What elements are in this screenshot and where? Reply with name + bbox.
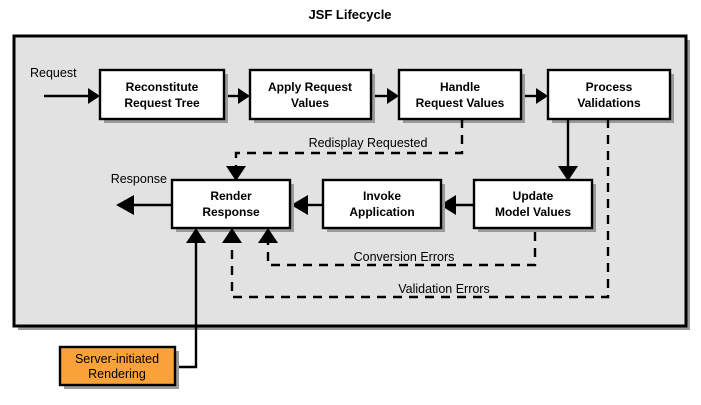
phase-label-line2: Response [202, 205, 260, 219]
edge-validation-errors [222, 119, 610, 299]
phase-label-line1: Invoke [363, 189, 401, 203]
phase-label-line1: Apply Request [268, 80, 352, 94]
request-label: Request [30, 66, 77, 80]
phase-apply-request-values[interactable]: Apply Request Values [248, 68, 375, 123]
phase-label-line1: Handle [440, 80, 480, 94]
arrow-invoke-to-render [291, 195, 323, 215]
page-title: JSF Lifecycle [308, 7, 391, 22]
edge-label-validation-errors: Validation Errors [398, 282, 489, 296]
arrow-update-to-invoke [440, 195, 474, 215]
phase-label-line1: Reconstitute [126, 80, 199, 94]
phase-process-validations[interactable]: Process Validations [546, 68, 674, 123]
phase-label-line2: Request Values [416, 96, 505, 110]
edge-conversion-errors [258, 228, 537, 267]
arrow-apply-to-handle [373, 88, 399, 104]
phase-update-model-values[interactable]: Update Model Values [472, 178, 596, 232]
response-arrow [116, 195, 172, 215]
arrow-process-to-update [558, 119, 578, 181]
phase-label-line2: Values [291, 96, 329, 110]
phase-label-line2: Validations [577, 96, 641, 110]
node-server-initiated-rendering[interactable]: Server-initiated Rendering [58, 345, 179, 389]
accent-node-label-line1: Server-initiated [75, 352, 159, 366]
phase-render-response[interactable]: Render Response [170, 178, 294, 232]
phase-handle-request-values[interactable]: Handle Request Values [397, 68, 525, 123]
phase-label-line2: Model Values [495, 205, 571, 219]
phase-label-line2: Request Tree [124, 96, 200, 110]
phase-invoke-application[interactable]: Invoke Application [321, 178, 445, 232]
phase-label-line2: Application [349, 205, 414, 219]
phase-label-line1: Render [210, 189, 252, 203]
phase-reconstitute-request-tree[interactable]: Reconstitute Request Tree [98, 68, 228, 123]
phase-label-line1: Update [513, 189, 554, 203]
arrow-handle-to-process [523, 88, 548, 104]
edge-redisplay-requested [226, 119, 464, 181]
edge-label-redisplay-requested: Redisplay Requested [309, 136, 428, 150]
response-label: Response [111, 172, 167, 186]
phase-label-line1: Process [586, 80, 633, 94]
edge-server-initiated-rendering [179, 228, 206, 369]
edge-label-conversion-errors: Conversion Errors [354, 250, 455, 264]
accent-node-label-line2: Rendering [88, 367, 146, 381]
request-arrow [44, 88, 100, 104]
